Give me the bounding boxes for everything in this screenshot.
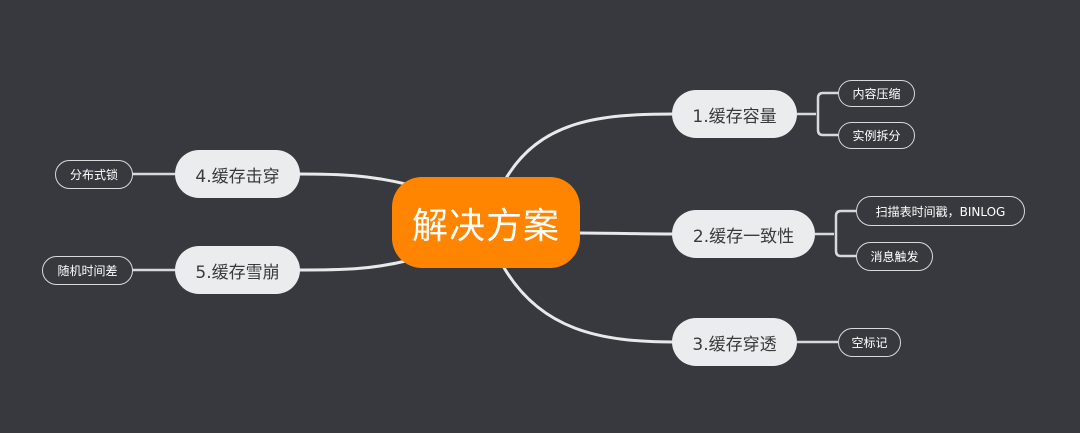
branch-node-2[interactable]: 2.缓存一致性 (672, 210, 815, 258)
root-label: 解决方案 (411, 205, 560, 247)
connector-root-branch-2 (576, 231, 676, 236)
leaf-node-null-marker[interactable]: 空标记 (838, 328, 901, 357)
branch-label: 5.缓存雪崩 (195, 262, 280, 283)
leaf-label: 扫描表时间戳，BINLOG (875, 204, 1006, 219)
connector-root-branch-5 (296, 258, 412, 272)
leaf-node-message-trigger[interactable]: 消息触发 (856, 242, 933, 271)
leaf-label: 内容压缩 (852, 87, 901, 101)
leaf-node-random-time-offset[interactable]: 随机时间差 (42, 256, 133, 285)
branch-node-1[interactable]: 1.缓存容量 (672, 90, 797, 138)
leaf-node-scan-timestamp-binlog[interactable]: 扫描表时间戳，BINLOG (856, 196, 1025, 226)
branch-node-5[interactable]: 5.缓存雪崩 (175, 246, 300, 294)
connector-branch-2-children (815, 209, 856, 258)
branch-label: 4.缓存击穿 (195, 166, 280, 187)
leaf-node-distributed-lock[interactable]: 分布式锁 (55, 160, 133, 189)
leaf-label: 消息触发 (870, 250, 919, 264)
leaf-label: 实例拆分 (852, 129, 901, 143)
leaf-node-content-compression[interactable]: 内容压缩 (838, 80, 915, 107)
branch-label: 3.缓存穿透 (692, 334, 777, 355)
branch-node-4[interactable]: 4.缓存击穿 (175, 150, 300, 198)
root-node[interactable]: 解决方案 (392, 177, 580, 268)
connector-branch-1-children (797, 91, 838, 137)
leaf-label: 随机时间差 (57, 264, 118, 278)
leaf-node-instance-split[interactable]: 实例拆分 (838, 122, 915, 149)
branch-label: 1.缓存容量 (692, 106, 777, 127)
branch-label: 2.缓存一致性 (692, 226, 795, 247)
connector-root-branch-1 (503, 112, 676, 182)
leaf-label: 分布式锁 (69, 168, 118, 182)
leaf-label: 空标记 (851, 336, 888, 350)
connector-root-branch-4 (296, 172, 412, 187)
branch-node-3[interactable]: 3.缓存穿透 (672, 318, 797, 366)
connector-root-branch-3 (501, 264, 676, 344)
